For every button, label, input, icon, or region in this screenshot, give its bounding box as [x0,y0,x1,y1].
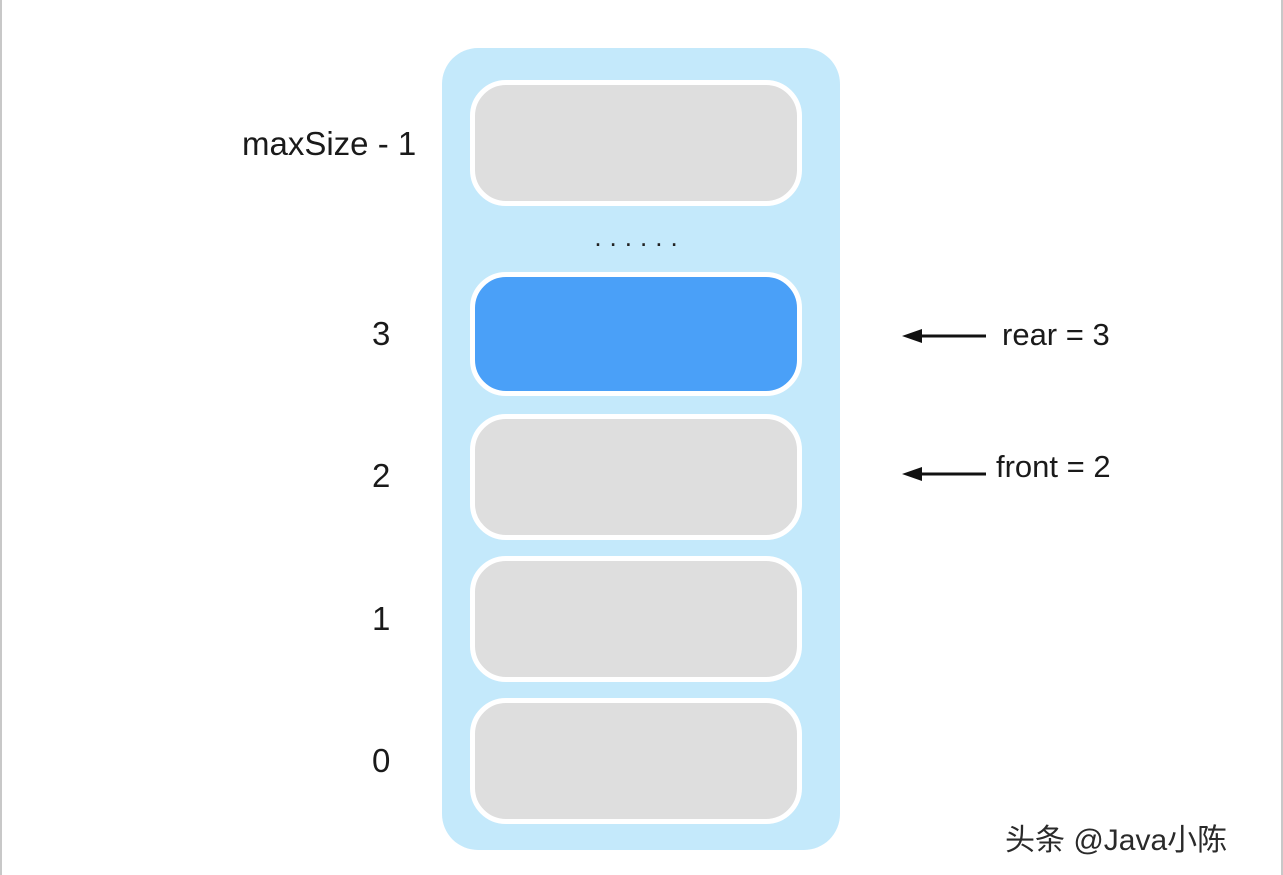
queue-slot-0 [470,698,802,824]
index-label-max: maxSize - 1 [242,125,417,162]
index-label-1: 1 [372,600,391,637]
ellipsis: ...... [594,222,686,252]
frame-right-edge [1281,0,1283,875]
frame-left-edge [0,0,2,875]
watermark: 头条 @Java小陈 [1005,824,1228,857]
front-arrow-icon [902,467,986,481]
queue-slot-3-rear [470,272,802,396]
front-pointer-label: front = 2 [996,449,1111,484]
index-label-2: 2 [372,457,391,494]
index-label-0: 0 [372,742,391,779]
queue-slot-1 [470,556,802,682]
index-label-3: 3 [372,315,391,352]
queue-slot-2-front [470,414,802,540]
rear-arrow-icon [902,329,986,343]
rear-pointer-label: rear = 3 [1002,317,1110,352]
queue-slot-max [470,80,802,206]
